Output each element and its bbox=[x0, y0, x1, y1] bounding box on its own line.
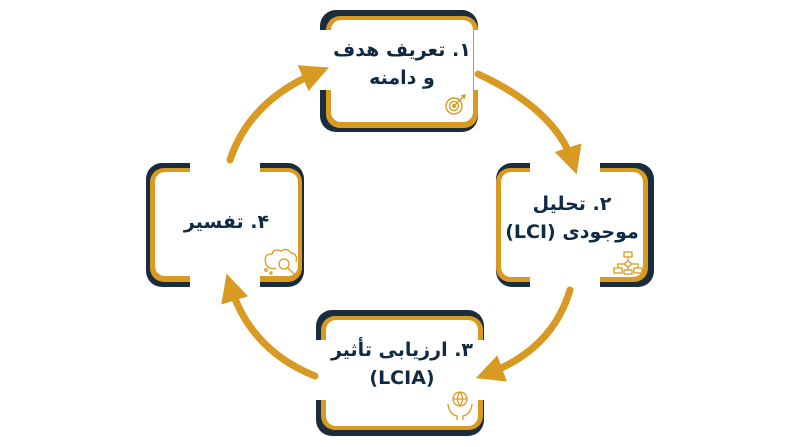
globe-hands-icon bbox=[447, 391, 473, 420]
target-icon bbox=[445, 94, 466, 115]
step-box-3 bbox=[316, 310, 484, 436]
step-4-label: ۴. تفسیر bbox=[155, 208, 298, 236]
cycle-arrow-1-to-2 bbox=[474, 70, 582, 175]
flowchart-icon bbox=[613, 251, 643, 275]
step-box-2 bbox=[496, 163, 654, 287]
step-box-4 bbox=[146, 163, 304, 287]
step-1-title: ۱. تعریف هدف bbox=[333, 39, 471, 61]
step-2-label: ۲. تحلیل موجودی (LCI) bbox=[501, 190, 643, 246]
step-3-title: ۳. ارزیابی تأثیر bbox=[330, 339, 474, 361]
cycle-arrow-3-to-4 bbox=[221, 273, 319, 380]
step-box-1 bbox=[320, 10, 478, 132]
step-2-subtitle: موجودی (LCI) bbox=[505, 221, 639, 243]
cycle-arrow-4-to-1 bbox=[226, 65, 330, 164]
step-1-subtitle: و دامنه bbox=[369, 67, 435, 89]
cycle-arrow-2-to-3 bbox=[475, 286, 574, 382]
brain-search-icon bbox=[264, 248, 298, 275]
step-3-subtitle: (LCIA) bbox=[369, 367, 435, 389]
step-2-title: ۲. تحلیل bbox=[532, 193, 612, 215]
step-1-label: ۱. تعریف هدف و دامنه bbox=[331, 36, 473, 92]
step-4-title: ۴. تفسیر bbox=[183, 211, 270, 233]
step-3-label: ۳. ارزیابی تأثیر (LCIA) bbox=[326, 336, 478, 392]
